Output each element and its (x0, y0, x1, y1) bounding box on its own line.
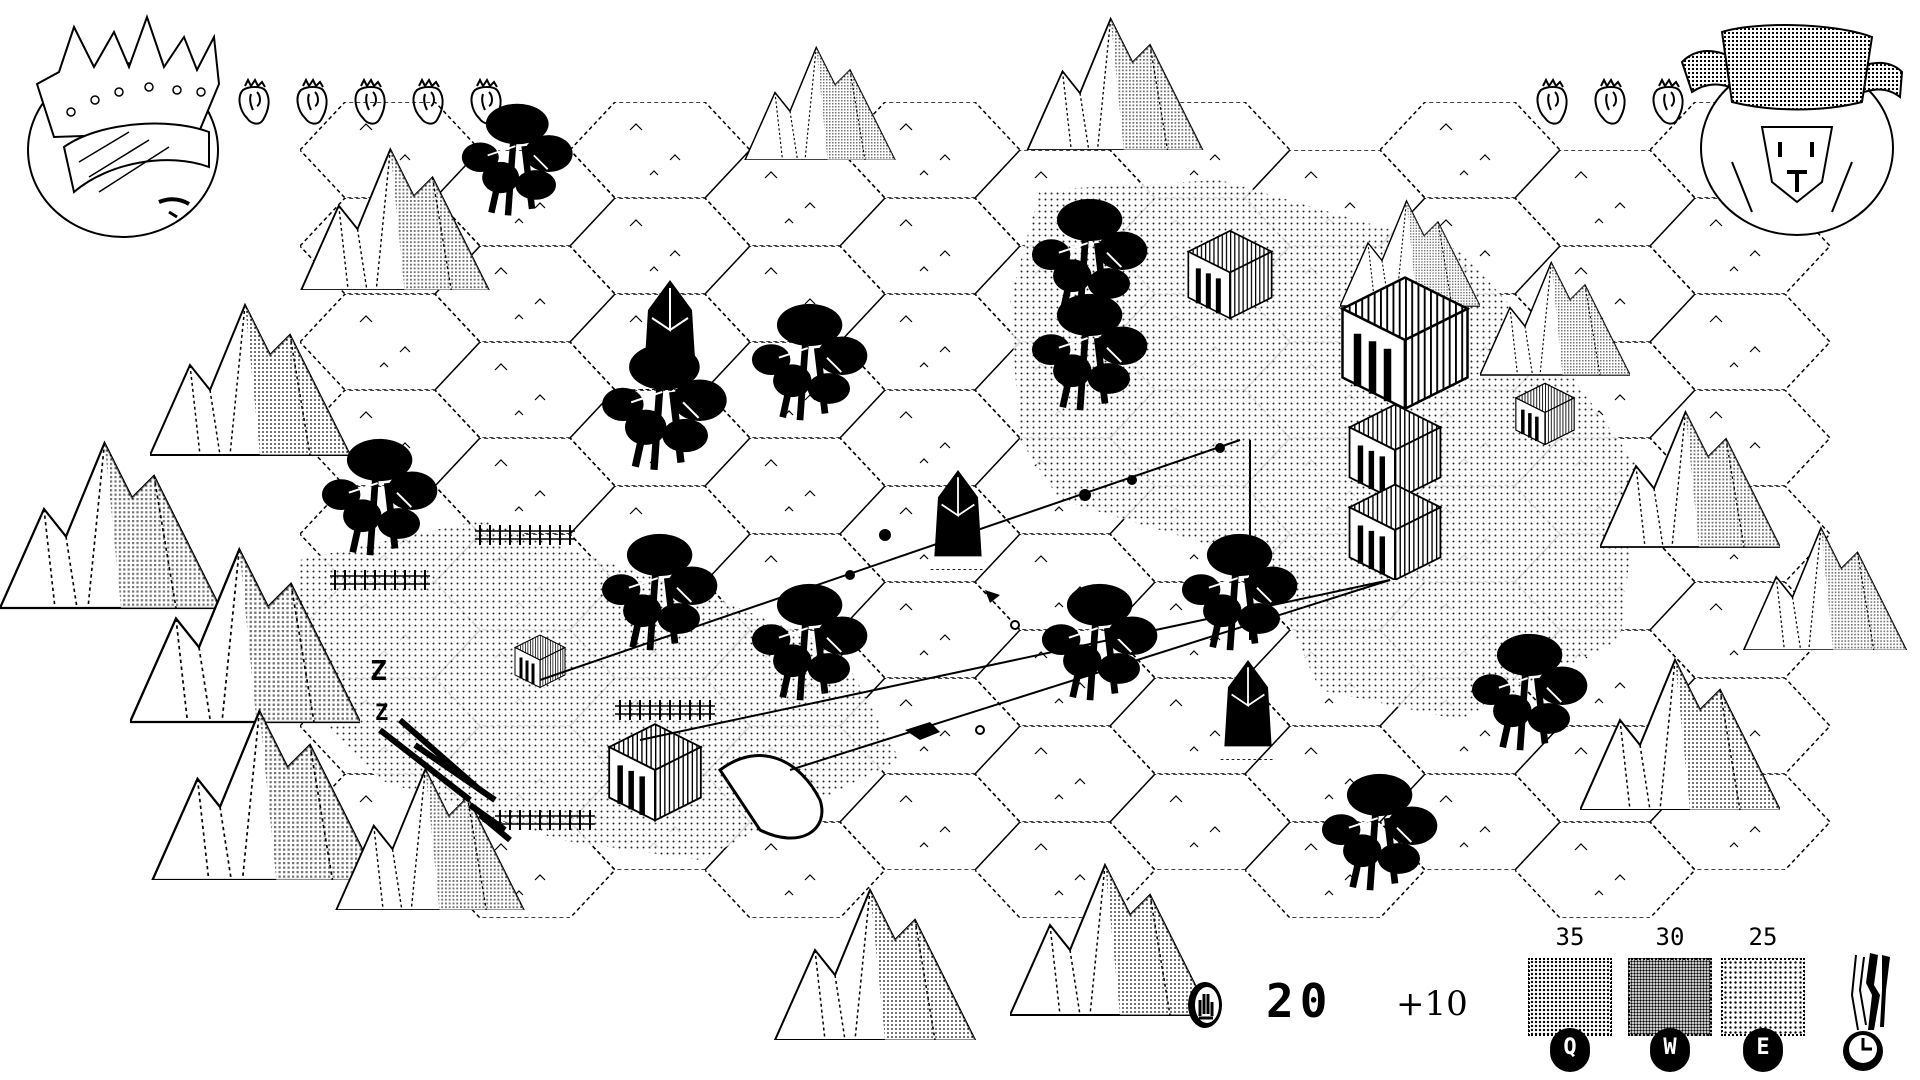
player-heart-icon (467, 76, 505, 132)
player-heart-icon (293, 76, 331, 132)
bony-hand-cursor (378, 717, 512, 843)
units[interactable] (879, 489, 1091, 740)
svg-text:Z: Z (370, 654, 387, 687)
enemy-territory (1010, 180, 1640, 720)
coin-income: +10 (1396, 984, 1468, 1024)
ability-q-card-icon[interactable] (1528, 958, 1612, 1036)
clock-timer-icon (1843, 953, 1890, 1071)
unit-paths (539, 439, 1391, 771)
ability-w-card-icon[interactable] (1628, 958, 1712, 1036)
goat-demon-icon (1680, 24, 1904, 213)
enemy-portrait (1680, 24, 1904, 236)
hotkey-q-badge: Q (1550, 1028, 1590, 1068)
player-heart-icon (235, 76, 273, 132)
ability-e-cost: 25 (1748, 923, 1778, 951)
enemy-hearts (1533, 76, 1687, 132)
ability-e[interactable]: 25 E (1720, 922, 1806, 1068)
sleeping-status: Z Z (370, 654, 388, 726)
player-base[interactable] (515, 635, 824, 840)
ability-q[interactable]: 35 Q (1527, 922, 1613, 1068)
ability-e-card-icon[interactable] (1721, 958, 1805, 1036)
hotkey-w-badge: W (1650, 1028, 1690, 1068)
enemy-heart-icon (1533, 76, 1571, 132)
ability-w-cost: 30 (1655, 923, 1685, 951)
queen-crown-icon (35, 13, 221, 219)
player-heart-icon (409, 76, 447, 132)
coin-count: 20 (1266, 974, 1334, 1028)
ability-w[interactable]: 30 W (1627, 922, 1713, 1068)
bone-claw-structure (717, 754, 824, 840)
end-turn-button[interactable] (1838, 935, 1898, 1075)
enemy-heart-icon (1649, 76, 1687, 132)
svg-text:Z: Z (375, 701, 388, 726)
player-hearts (235, 76, 505, 132)
player-portrait (27, 13, 221, 238)
hotkey-e-badge: E (1743, 1028, 1783, 1068)
ability-q-cost: 35 (1555, 923, 1585, 951)
player-heart-icon (351, 76, 389, 132)
enemy-heart-icon (1591, 76, 1629, 132)
coin-icon (1186, 980, 1224, 1030)
